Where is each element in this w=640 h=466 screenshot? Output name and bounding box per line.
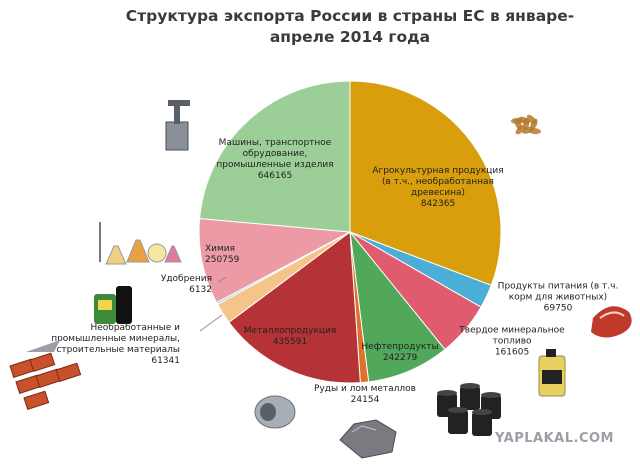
meat-steak-icon	[591, 306, 632, 338]
oil-canister-icon	[538, 349, 566, 397]
metal-coil-icon	[254, 395, 296, 429]
slice-value: 242279	[383, 353, 418, 363]
bricks-trowel-icon	[9, 340, 82, 411]
industrial-machine-icon	[165, 100, 190, 151]
slice-value: 842365	[421, 199, 455, 209]
leader-line	[217, 276, 227, 283]
slice-value: 250759	[205, 255, 240, 265]
ore-rock-icon	[339, 419, 397, 459]
pie-slice	[199, 80, 351, 233]
lab-flasks-icon	[99, 222, 182, 265]
wood-chips-icon	[511, 114, 541, 135]
fertilizer-bottles-icon	[94, 286, 132, 324]
slice-label: Агрокультурная продукция(в т.ч., необраб…	[372, 166, 503, 209]
slice-value: 646165	[258, 171, 292, 181]
slice-value: 24154	[351, 395, 380, 405]
oil-barrels-icon	[437, 383, 501, 436]
slice-value: 161605	[495, 347, 529, 357]
slice-value: 435591	[273, 337, 307, 347]
chart-title: Структура экспорта России в страны ЕС в …	[125, 7, 575, 46]
slice-value: 61341	[151, 356, 180, 366]
pie-slice	[349, 230, 446, 383]
slice-value: 6132	[189, 285, 212, 295]
leader-line	[199, 314, 223, 332]
pie-slice	[349, 80, 502, 286]
watermark: YAPLAKAL.COM	[495, 431, 614, 446]
pie-slice	[198, 218, 352, 304]
pie-slice	[228, 231, 361, 384]
slice-label: Продукты питания (в т.ч.корм для животны…	[498, 281, 619, 313]
slice-value: 69750	[544, 303, 573, 313]
